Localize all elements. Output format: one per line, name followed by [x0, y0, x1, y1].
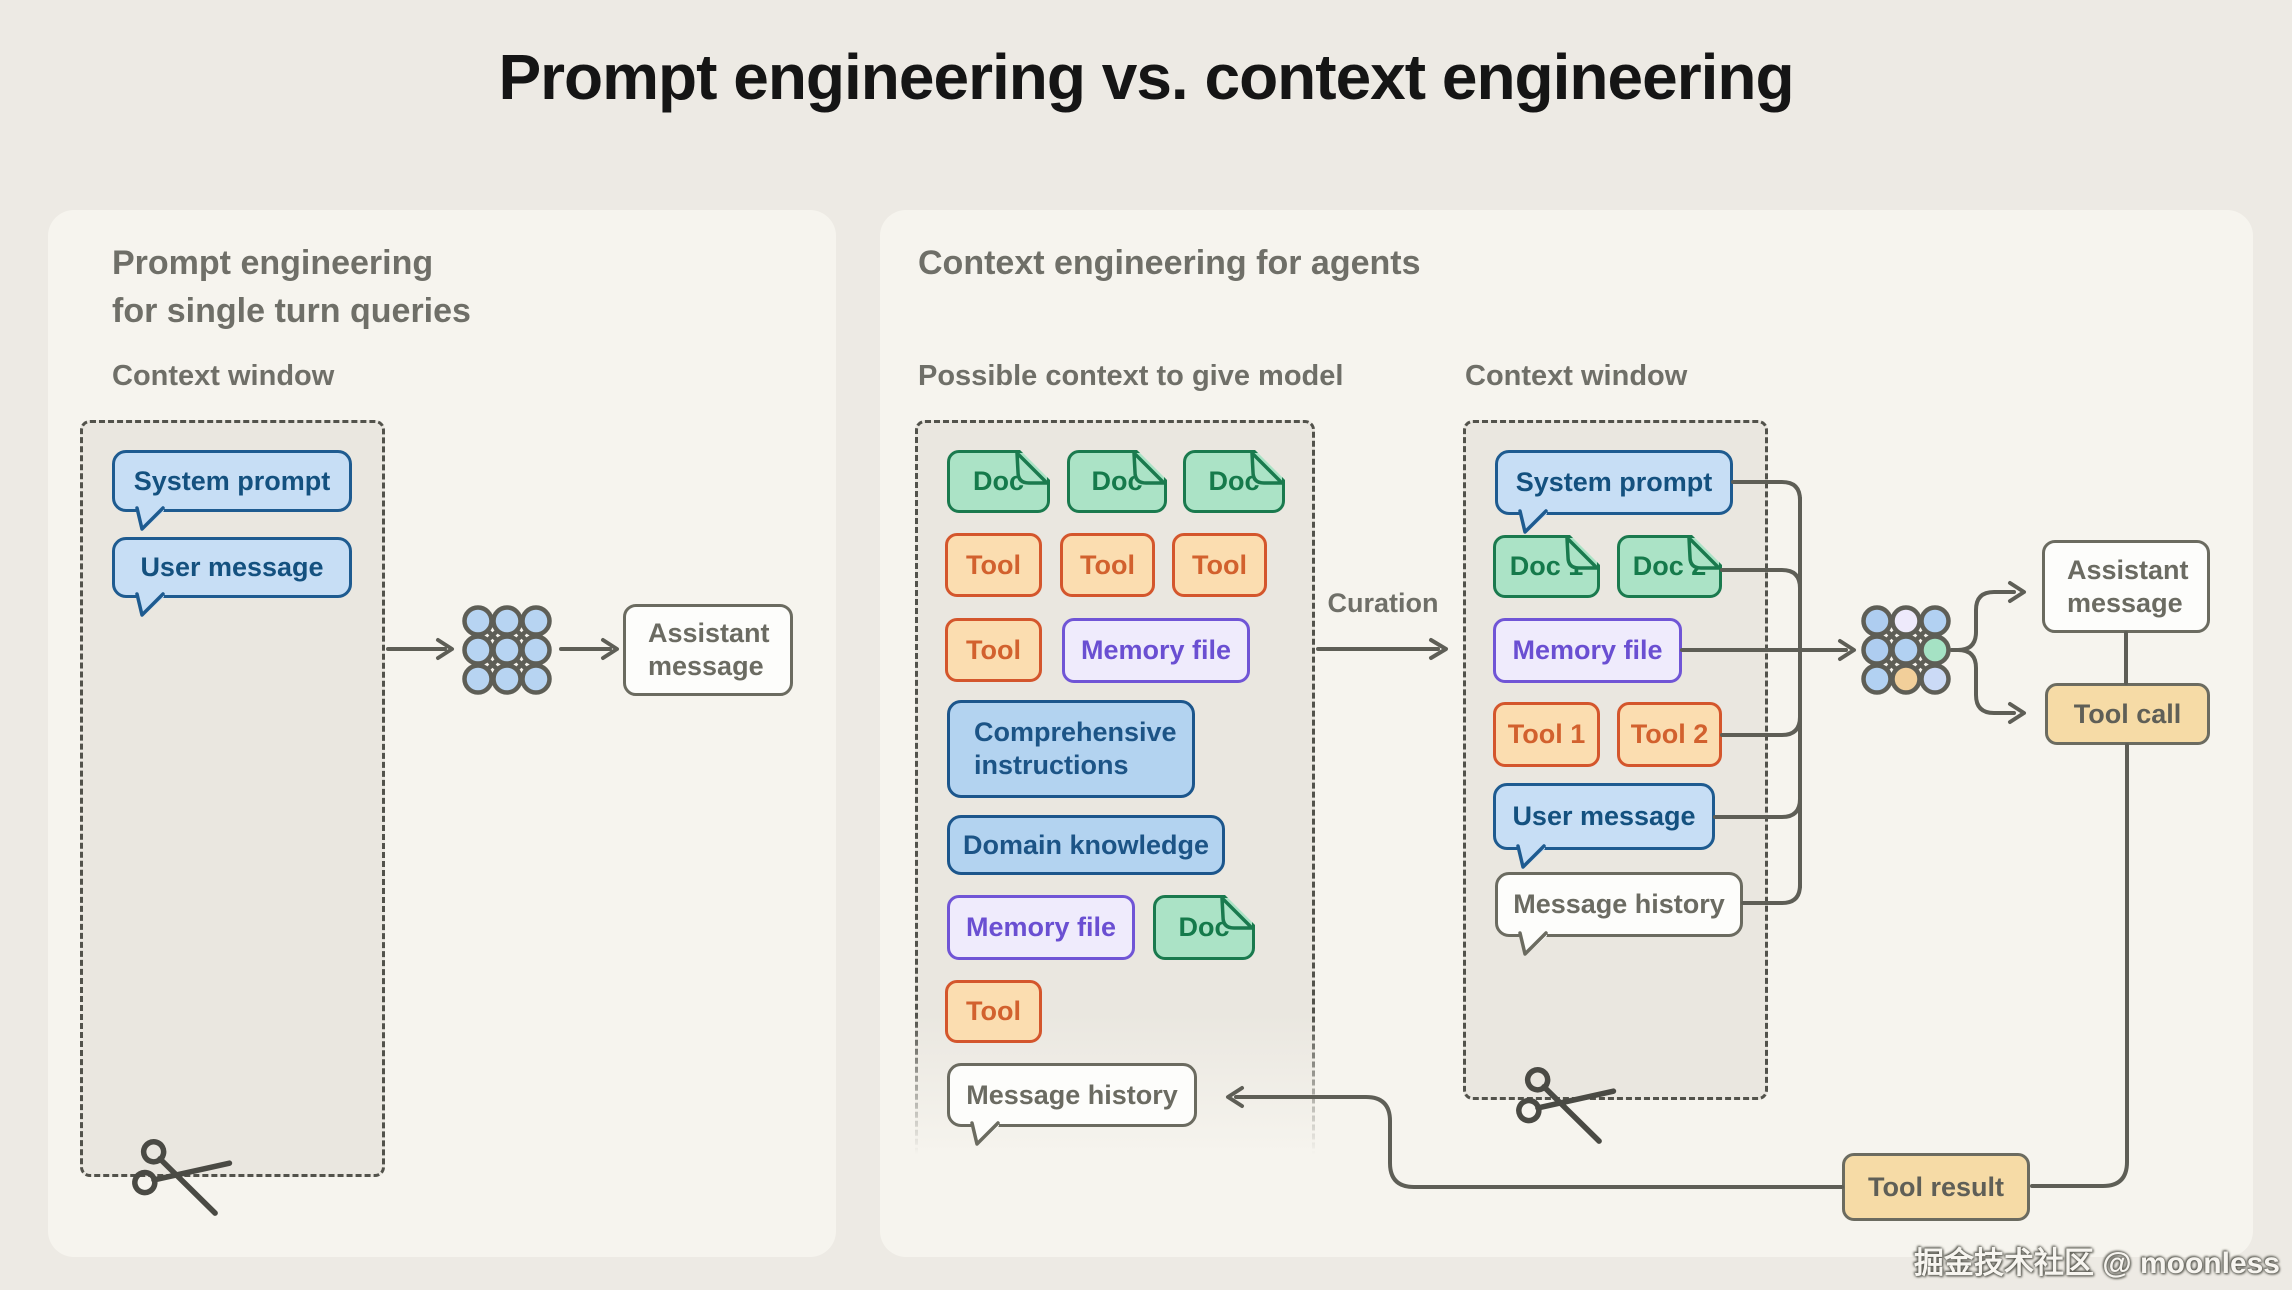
doc-chip: Doc	[947, 450, 1050, 513]
tool-label: Tool	[1192, 549, 1247, 580]
memory-file-label: Memory file	[1512, 635, 1663, 665]
doc-chip: Doc	[1153, 895, 1255, 960]
comprehensive-instructions-chip: Comprehensive instructions	[947, 700, 1195, 798]
assistant-message-line1: Assistant	[648, 618, 770, 649]
assistant-message-line1: Assistant	[2067, 554, 2189, 585]
tool-chip: Tool	[1172, 533, 1267, 597]
memory-file-chip: Memory file	[947, 895, 1135, 960]
doc2-chip: Doc 2	[1617, 535, 1722, 598]
tool-chip: Tool	[945, 618, 1042, 682]
left-context-window	[80, 420, 385, 1177]
tool-label: Tool	[966, 549, 1021, 580]
tool-chip: Tool	[945, 533, 1042, 597]
tool-call-label: Tool call	[2073, 698, 2182, 729]
comprehensive-line1: Comprehensive	[974, 717, 1177, 748]
system-prompt-bubble: System prompt	[1495, 450, 1733, 515]
memory-file-chip: Memory file	[1062, 618, 1250, 683]
tool1-chip: Tool 1	[1493, 702, 1600, 767]
doc-label: Doc	[972, 466, 1024, 496]
message-history-bubble: Message history	[1495, 872, 1743, 937]
assistant-message-box: Assistant message	[623, 604, 793, 696]
tool-result-box: Tool result	[1842, 1153, 2030, 1221]
folded-corner-icon	[1559, 536, 1599, 576]
possible-context-label: Possible context to give model	[918, 360, 1344, 392]
left-heading-line2: for single turn queries	[112, 291, 471, 330]
tool-label: Tool	[966, 996, 1021, 1026]
folded-corner-icon	[1126, 451, 1166, 491]
doc-label: Doc	[1208, 466, 1260, 496]
folded-corner-icon	[1244, 451, 1284, 491]
memory-file-chip: Memory file	[1493, 618, 1682, 683]
assistant-message-box: Assistant message	[2042, 540, 2210, 633]
curation-label: Curation	[1327, 588, 1439, 618]
tool-call-box: Tool call	[2045, 683, 2210, 745]
domain-knowledge-label: Domain knowledge	[962, 829, 1210, 860]
domain-knowledge-chip: Domain knowledge	[947, 815, 1225, 875]
system-prompt-label: System prompt	[1515, 467, 1713, 497]
message-history-label: Message history	[966, 1079, 1178, 1110]
message-history-label: Message history	[1513, 889, 1725, 919]
folded-corner-icon	[1214, 896, 1254, 936]
right-card-heading: Context engineering for agents	[918, 244, 1421, 282]
user-message-bubble: User message	[1493, 783, 1715, 850]
watermark: 掘金技术社区 @ moonless	[1914, 1247, 2280, 1280]
system-prompt-bubble: System prompt	[112, 450, 352, 512]
tool-label: Tool	[966, 634, 1021, 665]
user-message-bubble: User message	[112, 537, 352, 598]
assistant-message-line2: message	[648, 651, 764, 681]
doc-chip: Doc	[1183, 450, 1285, 513]
assistant-message-line2: message	[2067, 587, 2183, 618]
left-heading-line1: Prompt engineering	[112, 244, 434, 282]
tool-chip: Tool	[945, 980, 1042, 1043]
tool-label: Tool	[1080, 549, 1135, 580]
page-title: Prompt engineering vs. context engineeri…	[498, 41, 1794, 113]
tool-result-label: Tool result	[1867, 1171, 2004, 1202]
tool1-label: Tool 1	[1507, 719, 1586, 749]
user-message-label: User message	[1512, 801, 1696, 831]
left-context-window-label: Context window	[112, 360, 335, 392]
folded-corner-icon	[1009, 451, 1049, 491]
memory-file-label: Memory file	[965, 912, 1117, 942]
right-context-window-label: Context window	[1465, 360, 1688, 392]
tool-chip: Tool	[1060, 533, 1155, 597]
comprehensive-line2: instructions	[974, 750, 1129, 780]
system-prompt-label: System prompt	[133, 465, 331, 496]
left-card-heading: Prompt engineering for single turn queri…	[112, 240, 471, 335]
tool2-chip: Tool 2	[1617, 702, 1722, 767]
folded-corner-icon	[1681, 536, 1721, 576]
tool2-label: Tool 2	[1630, 719, 1709, 749]
message-history-bubble: Message history	[947, 1063, 1197, 1127]
memory-file-label: Memory file	[1080, 635, 1232, 665]
user-message-label: User message	[140, 552, 324, 582]
doc-label: Doc	[1178, 912, 1230, 942]
